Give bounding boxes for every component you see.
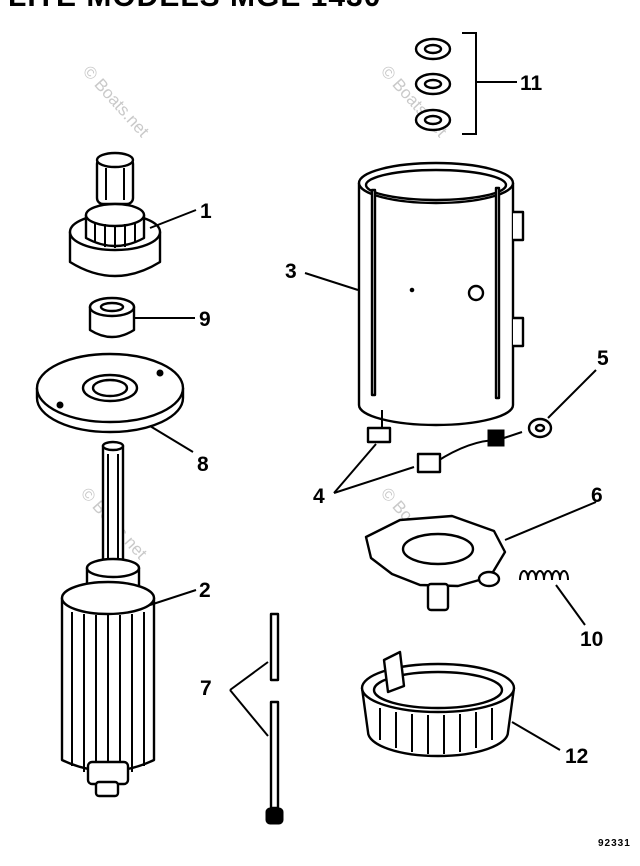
part-4-brush-leads <box>333 410 523 494</box>
part-9-bushing <box>88 296 195 339</box>
callout-5: 5 <box>597 347 609 370</box>
part-3-field-frame <box>304 161 525 427</box>
part-11-washers <box>414 32 517 135</box>
callout-11: 11 <box>520 72 543 95</box>
callout-7: 7 <box>200 677 212 700</box>
diagram-number: 92331 <box>598 838 631 849</box>
callout-10: 10 <box>580 628 603 651</box>
part-1-drive-pinion <box>68 151 197 278</box>
callout-1: 1 <box>200 200 212 223</box>
callout-8: 8 <box>197 453 209 476</box>
callout-12: 12 <box>565 745 588 768</box>
callout-9: 9 <box>199 308 211 331</box>
callout-4: 4 <box>313 485 325 508</box>
callout-6: 6 <box>591 484 603 507</box>
part-2-armature <box>60 440 197 798</box>
watermark: © Boats.net <box>79 62 153 141</box>
callout-3: 3 <box>285 260 297 283</box>
part-7-through-bolts <box>229 612 284 825</box>
part-5-nut <box>527 369 597 439</box>
part-8-plate <box>35 352 194 453</box>
part-12-end-cap <box>360 650 561 758</box>
callout-2: 2 <box>199 579 211 602</box>
part-10-spring <box>519 570 586 626</box>
part-6-brush-plate <box>364 501 597 612</box>
callout-labels: 1 2 3 4 5 6 7 8 9 10 11 12 <box>197 72 609 768</box>
diagram-title: LITE MODELS MGE 1430 <box>8 0 381 13</box>
